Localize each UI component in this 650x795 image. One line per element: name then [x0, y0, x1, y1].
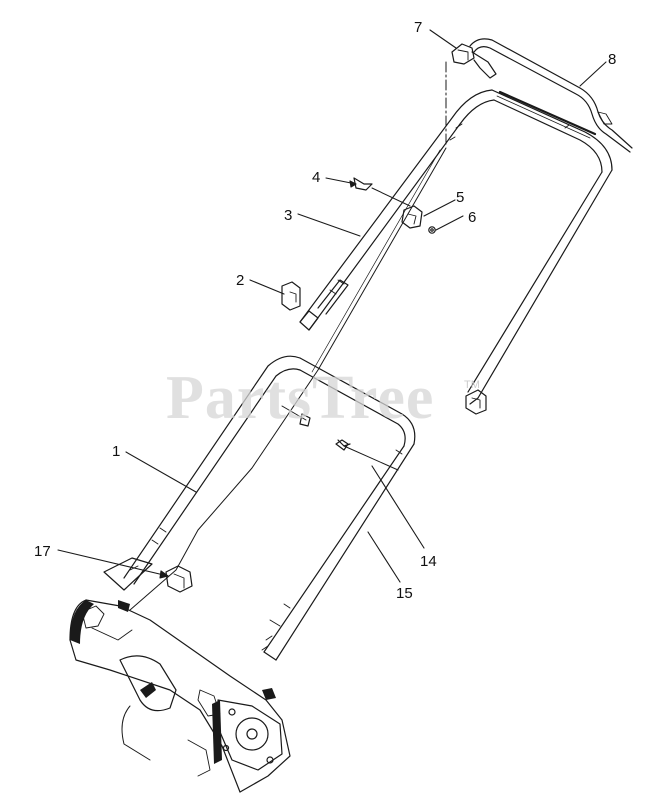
watermark-trademark: TM	[464, 379, 480, 391]
callout-17: 17	[34, 543, 51, 560]
partstree-watermark: PartsTree TM	[166, 364, 480, 432]
leader-17	[57, 549, 169, 577]
leader-14	[371, 465, 425, 549]
cable-adjuster	[103, 557, 193, 593]
control-bar	[469, 38, 633, 153]
leader-3	[297, 213, 361, 237]
leader-5	[423, 199, 456, 217]
watermark-text: PartsTree	[166, 364, 434, 432]
callout-15: 15	[396, 585, 413, 602]
callout-5: 5	[456, 189, 464, 206]
cable-clamp-left	[281, 281, 301, 311]
mower-deck	[69, 599, 291, 793]
upper-handle	[299, 89, 613, 405]
leader-6	[435, 215, 464, 231]
callout-7: 7	[414, 19, 422, 36]
callout-14: 14	[420, 553, 437, 570]
callout-2: 2	[236, 272, 244, 289]
leader-lines	[57, 29, 607, 583]
callout-3: 3	[284, 207, 292, 224]
callouts: 7 8 4 5 6 3 2 1 17 14 15	[34, 19, 616, 602]
cable-clamp-right	[465, 389, 487, 415]
control-cable	[129, 147, 447, 611]
handle-bolts	[281, 405, 399, 471]
callout-4: 4	[312, 169, 320, 186]
callout-6: 6	[468, 209, 476, 226]
leader-1	[125, 451, 197, 493]
leader-2	[249, 279, 285, 295]
callout-1: 1	[112, 443, 120, 460]
callout-8: 8	[608, 51, 616, 68]
cable-clip	[445, 43, 497, 146]
bolt-assembly	[353, 177, 436, 234]
leader-8	[579, 61, 607, 87]
leader-15	[367, 531, 401, 583]
leader-7	[429, 29, 457, 49]
